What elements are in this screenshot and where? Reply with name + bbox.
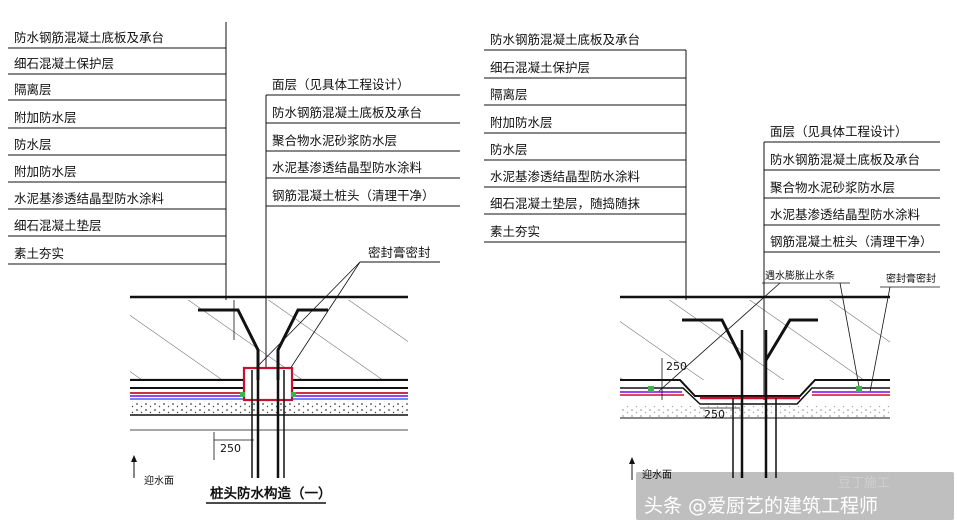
right-pile-label-1: 面层（见具体工程设计） bbox=[770, 124, 908, 139]
right-layer-2: 细石混凝土保护层 bbox=[490, 60, 590, 75]
right-layer-7: 细石混凝土垫层，随捣随抹 bbox=[490, 196, 641, 211]
right-detail: 防水钢筋混凝土底板及承台 细石混凝土保护层 隔离层 附加防水层 防水层 水泥基渗… bbox=[484, 32, 940, 481]
watermark-secondary: 豆丁施工 bbox=[838, 476, 890, 491]
left-layer-5: 防水层 bbox=[14, 137, 52, 152]
left-detail: 防水钢筋混凝土底板及承台 细石混凝土保护层 隔离层 附加防水层 防水层 附加防水… bbox=[8, 22, 460, 504]
left-dim-250: 250 bbox=[220, 442, 241, 455]
left-pile-label-5: 钢筋混凝土桩头（清理干净） bbox=[272, 188, 435, 203]
left-pile-label-table bbox=[265, 94, 460, 380]
left-layer-4: 附加防水层 bbox=[14, 110, 77, 125]
left-pile-label-1: 面层（见具体工程设计） bbox=[272, 77, 410, 92]
left-pile bbox=[198, 308, 328, 478]
right-layer-8: 素土夯实 bbox=[490, 224, 540, 239]
right-pile-label-3: 聚合物水泥砂浆防水层 bbox=[770, 180, 895, 195]
left-layer-2: 细石混凝土保护层 bbox=[14, 56, 114, 71]
right-layer-6: 水泥基渗透结晶型防水涂料 bbox=[490, 169, 641, 184]
left-slab-section bbox=[130, 295, 408, 431]
left-water-label: 迎水面 bbox=[144, 475, 174, 487]
watermark-text: 头条 @爱厨艺的建筑工程师 bbox=[644, 495, 878, 517]
left-layer-8: 细石混凝土垫层 bbox=[14, 218, 102, 233]
right-pile-label-4: 水泥基渗透结晶型防水涂料 bbox=[770, 207, 921, 222]
left-pile-label-4: 水泥基渗透结晶型防水涂料 bbox=[272, 160, 423, 175]
right-layer-1: 防水钢筋混凝土底板及承台 bbox=[490, 32, 640, 47]
right-water-label: 迎水面 bbox=[642, 469, 672, 481]
right-dim-250-a: 250 bbox=[666, 360, 687, 373]
right-slab-section bbox=[620, 295, 890, 419]
left-layer-3: 隔离层 bbox=[14, 82, 52, 97]
left-layer-7: 水泥基渗透结晶型防水涂料 bbox=[14, 191, 165, 206]
watermark: 豆丁施工 头条 @爱厨艺的建筑工程师 bbox=[636, 472, 954, 520]
left-pile-label-3: 聚合物水泥砂浆防水层 bbox=[272, 133, 397, 148]
right-layer-4: 附加防水层 bbox=[490, 115, 553, 130]
right-pile-label-2: 防水钢筋混凝土底板及承台 bbox=[770, 152, 920, 167]
right-pile-label-5: 钢筋混凝土桩头（清理干净） bbox=[770, 234, 933, 249]
left-pile-label-2: 防水钢筋混凝土底板及承台 bbox=[272, 105, 422, 120]
left-layer-6: 附加防水层 bbox=[14, 164, 77, 179]
right-pile bbox=[682, 318, 818, 478]
right-seal-label: 密封膏密封 bbox=[886, 272, 936, 285]
left-title: 桩头防水构造（一） bbox=[210, 485, 332, 502]
left-seal-label: 密封膏密封 bbox=[368, 245, 431, 260]
left-layer-1: 防水钢筋混凝土底板及承台 bbox=[14, 30, 164, 45]
right-stop-label: 遇水膨胀止水条 bbox=[765, 269, 835, 282]
left-layer-9: 素土夯实 bbox=[14, 246, 64, 261]
right-layer-3: 隔离层 bbox=[490, 87, 528, 102]
right-layer-table bbox=[484, 49, 687, 300]
right-layer-5: 防水层 bbox=[490, 142, 528, 157]
right-dim-250-b: 250 bbox=[704, 408, 725, 421]
